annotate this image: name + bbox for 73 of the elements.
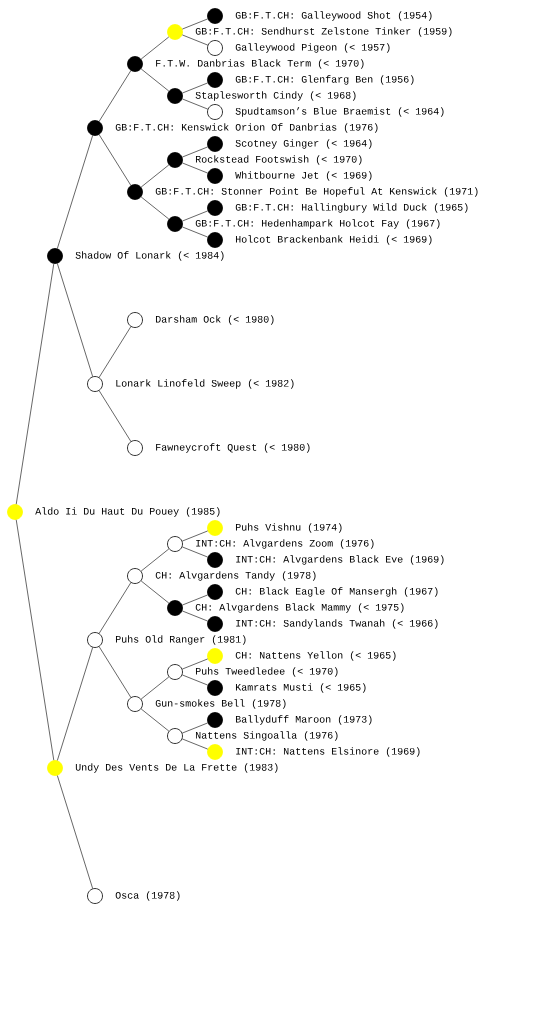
connector-line — [98, 582, 132, 634]
name-label: Whitbourne Jet (< 1969) — [235, 171, 372, 181]
connector-line — [182, 210, 208, 222]
name-label: Osca (1978) — [115, 891, 180, 901]
connector-line — [182, 34, 208, 46]
name-label: CH: Alvgardens Black Mammy (< 1975) — [195, 603, 404, 613]
connector-line — [57, 135, 93, 249]
name-label: GB:F.T.CH: Stonner Point Be Hopeful At Kenswick (1971) — [155, 187, 478, 197]
name-label: Undy Des Vents De La Frette (1983) — [75, 763, 278, 773]
name-label: GB:F.T.CH: Hedenhampark Holcot Fay (1967) — [195, 219, 440, 229]
name-label: Holcot Brackenbank Heidi (< 1969) — [236, 235, 432, 245]
connector-line — [140, 196, 170, 220]
connector-line — [98, 326, 132, 378]
name-label: F.T.W. Danbrias Black Term (< 1970) — [156, 59, 364, 69]
connector-line — [140, 164, 170, 188]
name-label: Shadow Of Lonark (< 1984) — [75, 251, 224, 261]
connector-line — [182, 146, 208, 158]
connector-line — [140, 548, 170, 572]
name-label: Aldo Ii Du Haut Du Pouey (1985) — [35, 507, 220, 517]
name-label: CH: Nattens Yellon (< 1965) — [235, 651, 396, 661]
name-label: Ballyduff Maroon (1973) — [236, 715, 372, 725]
name-label: CH: Alvgardens Tandy (1978) — [155, 571, 316, 581]
name-label: GB:F.T.CH: Sendhurst Zelstone Tinker (1959) — [195, 27, 452, 37]
name-label: Rockstead Footswish (< 1970) — [196, 155, 362, 165]
name-label: Scotney Ginger (< 1964) — [235, 139, 372, 149]
name-label: Gun-smokes Bell (1978) — [155, 699, 286, 709]
name-label: INT:CH: Alvgardens Zoom (1976) — [196, 539, 374, 549]
connector-line — [15, 519, 55, 761]
connector-line — [140, 708, 170, 732]
connector-line — [182, 722, 208, 734]
connector-line — [182, 546, 208, 558]
name-label: GB:F.T.CH: Hallingbury Wild Duck (1965) — [235, 203, 468, 213]
connector-line — [182, 82, 208, 94]
connector-line — [182, 226, 208, 238]
name-label: Nattens Singoalla (1976) — [196, 731, 338, 741]
name-label: Spudtamson’s Blue Braemist (< 1964) — [235, 107, 444, 117]
name-label: Puhs Old Ranger (1981) — [116, 635, 246, 645]
name-label: GB:F.T.CH: Glenfarg Ben (1956) — [235, 75, 414, 85]
connector-line — [182, 658, 208, 670]
name-label: Fawneycroft Quest (< 1980) — [156, 443, 310, 453]
connector-line — [140, 580, 170, 604]
connector-line — [98, 70, 132, 122]
connector-line — [98, 646, 132, 698]
connector-line — [98, 390, 132, 442]
connector-line — [182, 98, 208, 110]
name-label: Kamrats Musti (< 1965) — [236, 683, 366, 693]
connector-line — [57, 775, 93, 889]
name-label: Staplesworth Cindy (< 1968) — [195, 91, 356, 101]
name-label: INT:CH: Nattens Elsinore (1969) — [236, 747, 420, 757]
name-label: Galleywood Pigeon (< 1957) — [235, 43, 390, 53]
connector-line — [182, 162, 208, 174]
name-label: GB:F.T.CH: Kenswick Orion Of Danbrias (1976) — [115, 123, 378, 133]
connector-line — [98, 134, 132, 186]
connector-line — [140, 676, 170, 700]
name-label: GB:F.T.CH: Galleywood Shot (1954) — [235, 11, 432, 21]
name-label: CH: Black Eagle Of Mansergh (1967) — [235, 587, 438, 597]
name-label: Puhs Vishnu (1974) — [236, 523, 342, 533]
connector-line — [182, 674, 208, 686]
name-label: INT:CH: Sandylands Twanah (< 1966) — [236, 619, 438, 629]
connector-line — [57, 263, 93, 377]
connector-line — [15, 263, 55, 505]
name-label: Darsham Ock (< 1980) — [156, 315, 274, 325]
connector-line — [182, 18, 208, 30]
connector-line — [182, 738, 208, 750]
connector-line — [182, 594, 208, 606]
name-label: Lonark Linofeld Sweep (< 1982) — [116, 379, 294, 389]
name-label: Puhs Tweedledee (< 1970) — [196, 667, 338, 677]
connector-line — [182, 530, 208, 542]
connector-line — [182, 610, 208, 622]
name-label: INT:CH: Alvgardens Black Eve (1969) — [236, 555, 444, 565]
connector-line — [57, 647, 93, 761]
connector-line — [140, 36, 170, 60]
connector-line — [140, 68, 170, 92]
